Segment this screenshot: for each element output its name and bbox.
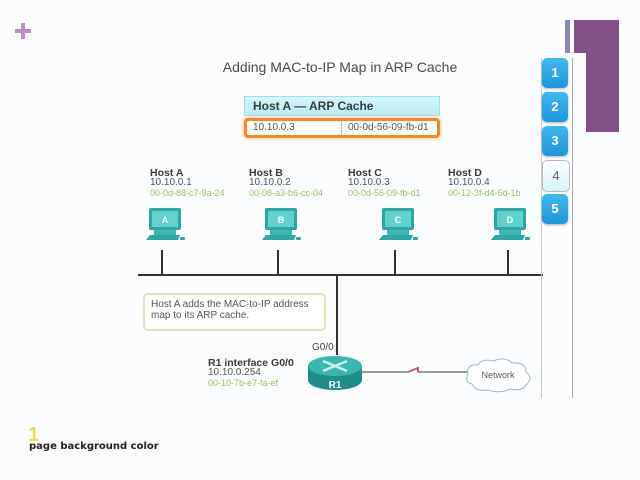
network-label: Network	[481, 370, 515, 380]
pc-icon-a: A	[146, 208, 185, 240]
network-cloud-icon: Network	[466, 358, 531, 393]
decorative-block	[586, 52, 619, 132]
pc-label: D	[507, 215, 514, 225]
plus-icon	[14, 22, 32, 40]
host-d-link	[507, 250, 509, 275]
step-button-4-active[interactable]: 4	[542, 160, 570, 192]
host-mac: 00-08-a3-b6-cc-04	[249, 188, 324, 198]
host-ip: 10.10.0.4	[448, 177, 490, 188]
step-navigator	[541, 58, 573, 398]
host-ip: 10.10.0.3	[348, 177, 390, 188]
arp-cache-table: Host A — ARP Cache 10.10.0.3 00-0d-56-09…	[244, 96, 440, 138]
pc-label: C	[395, 215, 402, 225]
router-label: R1	[329, 380, 342, 391]
arp-entry-mac: 00-0d-56-09-fb-d1	[348, 122, 429, 133]
pc-label: A	[162, 215, 169, 225]
router-ip: 10.10.0.254	[208, 367, 261, 378]
host-mac: 00-0d-88-c7-9a-24	[150, 188, 225, 198]
footer-caption: page background color	[29, 441, 159, 452]
host-a-info: Host A 10.10.0.1 00-0d-88-c7-9a-24	[150, 168, 225, 198]
host-name: Host D	[448, 167, 482, 179]
step-button-1[interactable]: 1	[542, 58, 568, 88]
router-interface-title: R1 interface G0/0	[208, 357, 294, 369]
host-mac: 00-0d-56-09-fb-d1	[348, 188, 421, 198]
router-mac: 00-10-7b-e7-fa-ef	[208, 378, 279, 388]
router-info: R1 interface G0/0 10.10.0.254 00-10-7b-e…	[208, 358, 294, 388]
host-c-info: Host C 10.10.0.3 00-0d-56-09-fb-d1	[348, 168, 421, 198]
footer-number: 1	[28, 424, 40, 446]
router-icon: R1	[308, 356, 362, 391]
host-mac: 00-12-3f-d4-6d-1b	[448, 188, 521, 198]
host-ip: 10.10.0.2	[249, 177, 291, 188]
pc-label: B	[278, 215, 285, 225]
decorative-bar	[565, 20, 570, 53]
serial-link	[360, 366, 468, 373]
step-button-2[interactable]: 2	[542, 92, 568, 122]
host-name: Host B	[249, 167, 283, 179]
host-name: Host A	[150, 167, 184, 179]
pc-icon-c: C	[379, 208, 418, 240]
router-link	[336, 275, 338, 355]
step-button-3[interactable]: 3	[542, 126, 568, 156]
arp-cache-header: Host A — ARP Cache	[244, 96, 440, 116]
host-c-link	[394, 250, 396, 275]
host-b-info: Host B 10.10.0.2 00-08-a3-b6-cc-04	[249, 168, 323, 198]
arp-cache-row-highlighted: 10.10.0.3 00-0d-56-09-fb-d1	[244, 118, 440, 138]
step-button-5[interactable]: 5	[542, 194, 568, 224]
host-a-link	[161, 250, 163, 275]
host-d-info: Host D 10.10.0.4 00-12-3f-d4-6d-1b	[448, 168, 521, 198]
pc-icon-d: D	[491, 208, 530, 240]
ethernet-bus	[138, 274, 543, 276]
router-port-label: G0/0	[312, 342, 334, 353]
host-name: Host C	[348, 167, 382, 179]
decorative-block	[574, 20, 619, 53]
diagram-title: Adding MAC-to-IP Map in ARP Cache	[222, 59, 458, 75]
host-ip: 10.10.0.1	[150, 177, 192, 188]
arp-entry-ip: 10.10.0.3	[247, 121, 342, 135]
explanation-note: Host A adds the MAC-to-IP address map to…	[143, 293, 326, 331]
host-b-link	[277, 250, 279, 275]
pc-icon-b: B	[262, 208, 301, 240]
